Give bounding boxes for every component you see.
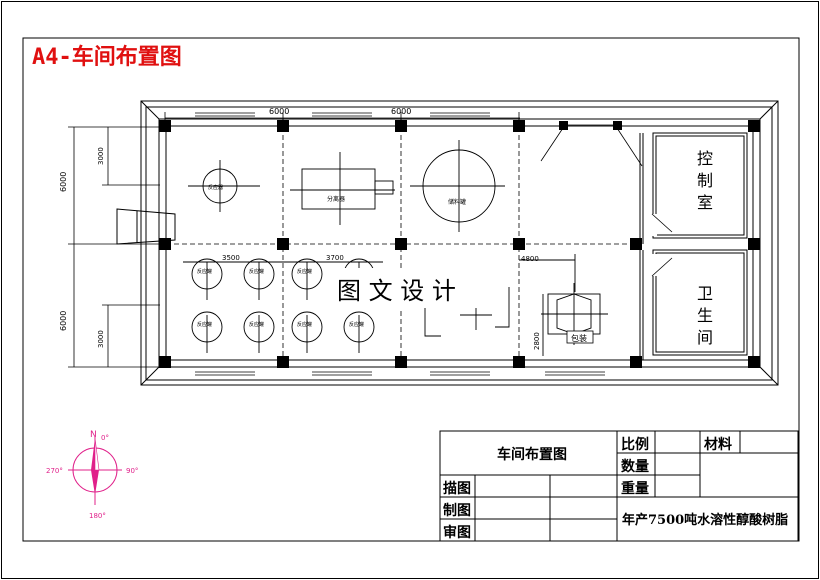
control-room-door-gap bbox=[652, 214, 657, 236]
tb-project: 年产7500吨水溶性醇酸树脂 bbox=[622, 512, 788, 528]
big-tank bbox=[410, 140, 505, 232]
compass-north: 0° bbox=[101, 434, 109, 442]
reactor-label-8: 反应罐 bbox=[349, 321, 364, 328]
tb-scale-label: 比例 bbox=[621, 436, 649, 453]
windows bbox=[195, 112, 605, 376]
control-room-char-3: 室 bbox=[697, 193, 713, 212]
tb-drawn-label: 描图 bbox=[443, 480, 471, 497]
drawing-title: A4-车间布置图 bbox=[32, 44, 182, 70]
restroom-char-2: 生 bbox=[697, 306, 713, 325]
dim-left-lower-total: 6000 bbox=[59, 311, 68, 331]
small-tank-label: 反应器 bbox=[208, 184, 223, 191]
watermark-bg bbox=[325, 268, 495, 308]
packaging-label: 包装 bbox=[571, 333, 587, 343]
top-dimensions bbox=[164, 112, 520, 124]
reactor-label-1: 反应罐 bbox=[197, 268, 212, 275]
partitions bbox=[639, 132, 748, 360]
compass-south: 180° bbox=[89, 512, 106, 520]
left-dimensions bbox=[68, 126, 160, 368]
compass bbox=[68, 436, 122, 505]
separator-label: 分离器 bbox=[327, 195, 345, 203]
dim-inner-1: 3500 bbox=[222, 254, 240, 262]
building-walls bbox=[140, 100, 779, 386]
tb-weight-label: 重量 bbox=[621, 480, 649, 497]
drawing-frame bbox=[22, 37, 800, 542]
filter-unit bbox=[424, 287, 510, 337]
hatch-lines bbox=[540, 124, 643, 167]
dim-top-span-2: 6000 bbox=[391, 107, 411, 116]
dim-top-span-1: 6000 bbox=[269, 107, 289, 116]
control-room-char-1: 控 bbox=[697, 149, 713, 168]
restroom-char-1: 卫 bbox=[697, 284, 713, 303]
compass-north-letter: N bbox=[90, 430, 97, 440]
reactor-label-6: 反应罐 bbox=[249, 321, 264, 328]
compass-west: 270° bbox=[46, 467, 63, 475]
dim-inner-2: 3700 bbox=[326, 254, 344, 262]
tb-drawing-name: 车间布置图 bbox=[497, 446, 567, 463]
dim-left-upper-part: 3000 bbox=[97, 147, 105, 165]
tb-material-label: 材料 bbox=[704, 436, 732, 453]
dim-left-upper-total: 6000 bbox=[59, 172, 68, 192]
watermark: 图 文 设 计 bbox=[337, 277, 456, 305]
compass-east: 90° bbox=[126, 467, 138, 475]
separator bbox=[290, 152, 395, 225]
dim-inner-3: 4800 bbox=[521, 255, 539, 263]
restroom-char-3: 间 bbox=[697, 328, 713, 347]
restroom-door-gap bbox=[652, 254, 657, 276]
tb-quantity-label: 数量 bbox=[621, 458, 649, 475]
packaging-label-box bbox=[566, 330, 594, 344]
tb-made-label: 制图 bbox=[443, 502, 471, 519]
reactor-label-5: 反应罐 bbox=[197, 321, 212, 328]
reactor-label-7: 反应罐 bbox=[297, 321, 312, 328]
title-block bbox=[439, 430, 799, 542]
dim-inner-4: 2800 bbox=[533, 332, 541, 350]
control-room-door bbox=[651, 213, 673, 233]
restroom-door bbox=[651, 257, 673, 277]
entrance-door bbox=[116, 208, 176, 245]
reactor-label-2: 反应罐 bbox=[249, 268, 264, 275]
reactor-label-3: 反应罐 bbox=[297, 268, 312, 275]
dim-left-lower-part: 3000 bbox=[97, 330, 105, 348]
tb-checked-label: 审图 bbox=[443, 524, 471, 541]
control-room-char-2: 制 bbox=[697, 171, 713, 190]
big-tank-label: 储料罐 bbox=[448, 198, 466, 206]
small-tank bbox=[188, 160, 260, 212]
